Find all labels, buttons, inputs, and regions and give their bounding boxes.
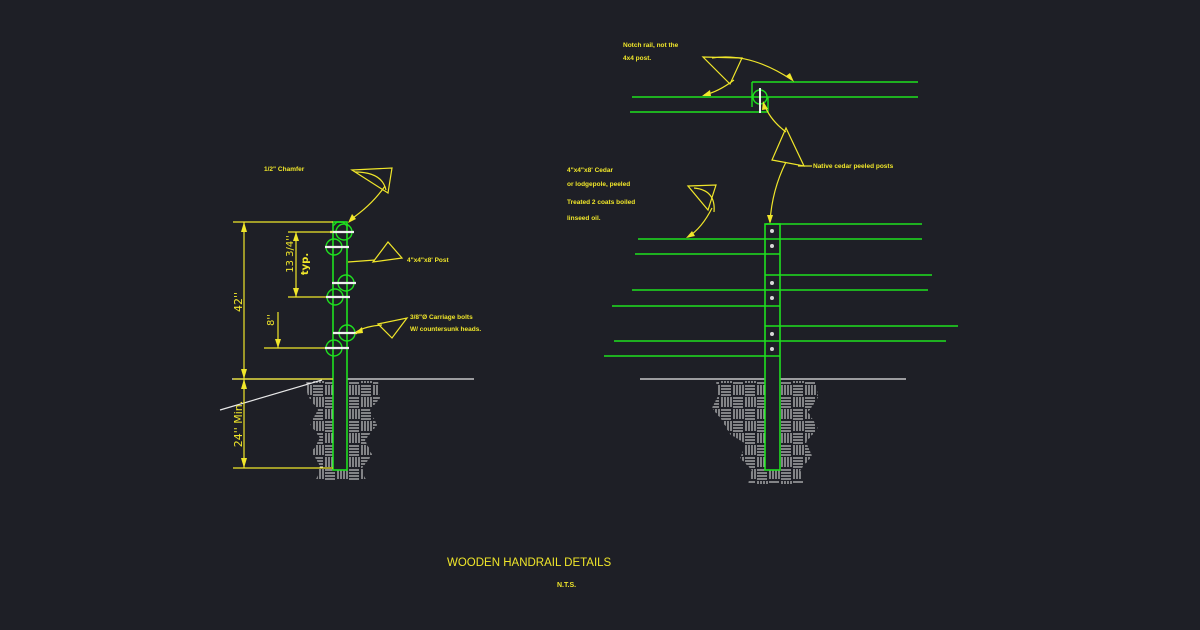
label-notch-line1: Notch rail, not the xyxy=(623,42,679,49)
dimension-overall: 42'' xyxy=(232,221,333,380)
right-rails xyxy=(604,223,958,357)
bolt-dot xyxy=(770,229,774,233)
right-post xyxy=(764,223,781,471)
bolt-dot xyxy=(770,296,774,300)
scale-note: N.T.S. xyxy=(557,582,576,589)
bolt-dot xyxy=(770,332,774,336)
left-slope-line xyxy=(219,379,323,411)
label-post: 4"x4"x8' Post xyxy=(407,257,450,264)
label-bolts-line1: 3/8"Ø Carriage bolts xyxy=(410,314,473,321)
left-post xyxy=(332,221,348,471)
right-bolt-dots xyxy=(770,229,774,351)
dimension-rail-spacing: 8'' xyxy=(264,312,325,349)
label-treated-line2: linseed oil. xyxy=(567,215,601,222)
dimension-rail-spacing-text: 8'' xyxy=(266,314,277,326)
bolt-dot xyxy=(770,347,774,351)
leader-post xyxy=(371,241,404,263)
dimension-top-spacing: 13 3/4'' typ. xyxy=(285,231,333,298)
label-treated-line1: Treated 2 coats boiled xyxy=(567,199,635,206)
label-cedar-line2: or lodgepole, peeled xyxy=(567,181,630,188)
leader-bolts xyxy=(376,317,409,339)
label-cedar-posts: Native cedar peeled posts xyxy=(813,163,894,170)
bolt-dot xyxy=(770,244,774,248)
dimension-typ-text: typ. xyxy=(300,253,311,275)
label-bolts-line2: W/ countersunk heads. xyxy=(410,326,481,333)
left-section-detail: 42'' 13 3/4'' typ. 8'' 24'' Min. xyxy=(219,166,481,481)
leader-notch xyxy=(701,56,743,86)
dimension-embed-text: 24'' Min. xyxy=(232,401,245,448)
dimension-overall-text: 42'' xyxy=(232,292,245,312)
bolt-dot xyxy=(770,281,774,285)
label-cedar-line1: 4"x4"x8' Cedar xyxy=(567,167,613,174)
top-rail-plan-detail: Notch rail, not the 4x4 post. Native ced… xyxy=(623,42,918,224)
dimension-embed: 24'' Min. xyxy=(232,379,333,469)
rail-notch-outline xyxy=(751,82,769,112)
carriage-bolts xyxy=(325,230,357,350)
left-leaders xyxy=(347,167,409,339)
right-elevation-detail: 4"x4"x8' Cedar or lodgepole, peeled Trea… xyxy=(567,167,958,484)
dimension-top-spacing-text: 13 3/4'' xyxy=(285,235,296,273)
label-notch-line2: 4x4 post. xyxy=(623,55,651,62)
label-chamfer: 1/2" Chamfer xyxy=(264,166,305,173)
leader-chamfer xyxy=(350,167,393,194)
leader-cedar-posts xyxy=(771,126,806,167)
drawing-title: WOODEN HANDRAIL DETAILS xyxy=(447,557,612,569)
